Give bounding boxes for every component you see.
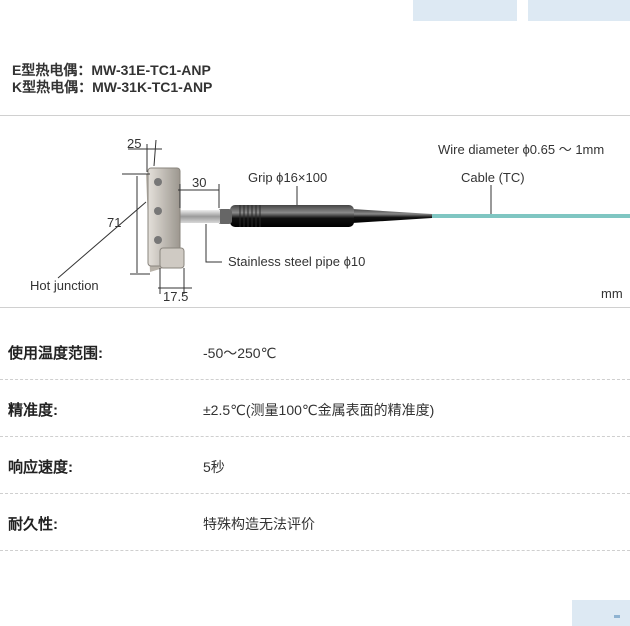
title-e-prefix: E型热电偶： [12,62,92,78]
spec-value-temperature: -50～250℃ [203,345,277,361]
spec-value-response: 5秒 [203,459,225,475]
hot-junction-leader [57,201,147,279]
product-titles: E型热电偶：MW-31E-TC1-ANP K型热电偶：MW-31K-TC1-AN… [12,62,212,96]
stainless-leader [205,224,222,263]
title-e-type: E型热电偶：MW-31E-TC1-ANP [12,62,212,79]
title-k-prefix: K型热电偶： [12,79,93,95]
diagram-svg: 25 30 71 17.5 Hot junction Grip ϕ16×100 … [30,136,630,304]
dim-71-label: 71 [107,215,121,230]
top-tab-right[interactable] [528,0,630,21]
spec-row-durability: 耐久性: 特殊构造无法评价 [0,494,630,551]
spec-row-response: 响应速度: 5秒 [0,437,630,494]
spec-row-accuracy: 精准度: ±2.5℃(测量100℃金属表面的精准度) [0,380,630,437]
spec-label-durability: 耐久性: [8,516,58,533]
grip-body [230,205,354,227]
spec-label-response: 响应速度: [8,459,73,476]
head-screw-2 [154,207,162,215]
wire-diameter-label: Wire diameter ϕ0.65 ～ 1mm [438,142,604,157]
grip-collar [218,209,232,224]
dim-25-ext-2 [153,139,157,167]
spec-label-accuracy: 精准度: [8,402,58,419]
title-k-type: K型热电偶：MW-31K-TC1-ANP [12,79,212,96]
hot-junction-label: Hot junction [30,278,99,293]
head-screw-1 [154,178,162,186]
dim-25-label: 25 [127,136,141,151]
spec-value-accuracy: ±2.5℃(测量100℃金属表面的精准度) [203,402,435,418]
head-lower-lip [159,247,185,269]
title-e-model: MW-31E-TC1-ANP [91,62,211,78]
spec-value-durability: 特殊构造无法评价 [203,516,315,532]
dim-30-label: 30 [192,175,206,190]
title-k-model: MW-31K-TC1-ANP [92,79,213,95]
unit-label: mm [601,286,623,301]
head-screw-3 [154,236,162,244]
stainless-pipe [180,210,220,223]
bottom-tab[interactable] [572,600,630,626]
grip-knurl [239,205,261,227]
dim-17-5-label: 17.5 [163,289,188,304]
spec-row-temperature: 使用温度范围: -50～250℃ [0,323,630,380]
dimension-diagram: 25 30 71 17.5 Hot junction Grip ϕ16×100 … [0,115,630,308]
stainless-label: Stainless steel pipe ϕ10 [228,254,365,269]
bottom-tab-mark [614,615,620,618]
grip-label: Grip ϕ16×100 [248,170,327,185]
grip-taper [352,209,432,223]
spec-label-temperature: 使用温度范围: [8,345,103,362]
cable-label: Cable (TC) [461,170,525,185]
spec-table: 使用温度范围: -50～250℃ 精准度: ±2.5℃(测量100℃金属表面的精… [0,323,630,551]
top-tab-left[interactable] [413,0,517,21]
